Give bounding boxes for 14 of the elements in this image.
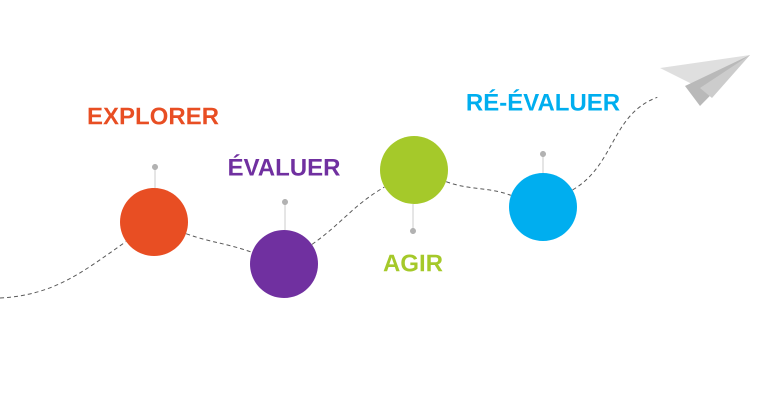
dashed-path: [186, 233, 252, 253]
step-circle: [509, 173, 577, 241]
dashed-path: [446, 181, 512, 196]
step-label: RÉ-ÉVALUER: [468, 89, 620, 111]
step-circle: [250, 230, 318, 298]
step-label: ÉVALUER: [229, 154, 340, 176]
step-circle: [380, 136, 448, 204]
step-label: EXPLORER: [88, 108, 219, 124]
step-circle: [120, 188, 188, 256]
dashed-path: [0, 241, 126, 298]
step-label: AGIR: [384, 254, 443, 272]
dashed-path: [312, 186, 385, 245]
paper-plane-drawing: [660, 55, 750, 106]
dashed-path: [572, 96, 658, 190]
